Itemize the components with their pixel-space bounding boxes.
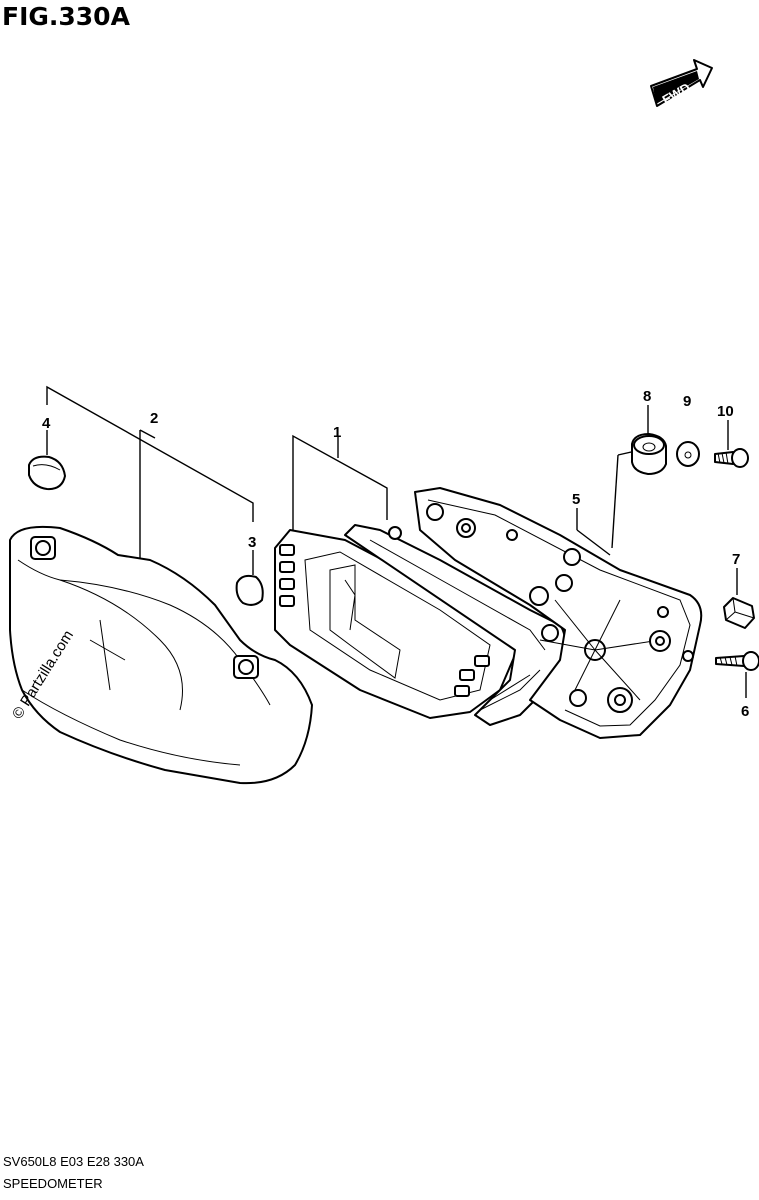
diagram-code: SV650L8 E03 E28 330A [3, 1154, 144, 1169]
callout-labels: 1 2 3 4 5 6 7 8 9 10 [42, 388, 749, 720]
callout-1: 1 [333, 424, 341, 441]
part-4-cap [28, 455, 66, 491]
part-9-washer [676, 441, 700, 467]
fwd-arrow-icon: FWD [650, 59, 713, 108]
part-2-meter-cover [9, 525, 313, 785]
callout-6: 6 [741, 703, 749, 720]
part-6-screw [715, 651, 759, 671]
part-8-grommet [631, 433, 667, 475]
part-5-rear-case [414, 487, 703, 739]
part-7-clip-nut [723, 597, 755, 629]
callout-3: 3 [248, 534, 256, 551]
callout-7: 7 [732, 551, 740, 568]
callout-8: 8 [643, 388, 651, 405]
diagram-name: SPEEDOMETER [3, 1176, 103, 1191]
callout-5: 5 [572, 491, 580, 508]
callout-9: 9 [683, 393, 691, 410]
part-10-screw [714, 448, 749, 468]
part-3-cap [235, 574, 264, 606]
callout-2: 2 [150, 410, 158, 427]
callout-10: 10 [717, 403, 734, 420]
leader-lines [46, 385, 747, 698]
part-1-speedometer-assembly [274, 524, 566, 726]
figure-title: FIG.330A [2, 2, 130, 31]
callout-4: 4 [42, 415, 51, 432]
